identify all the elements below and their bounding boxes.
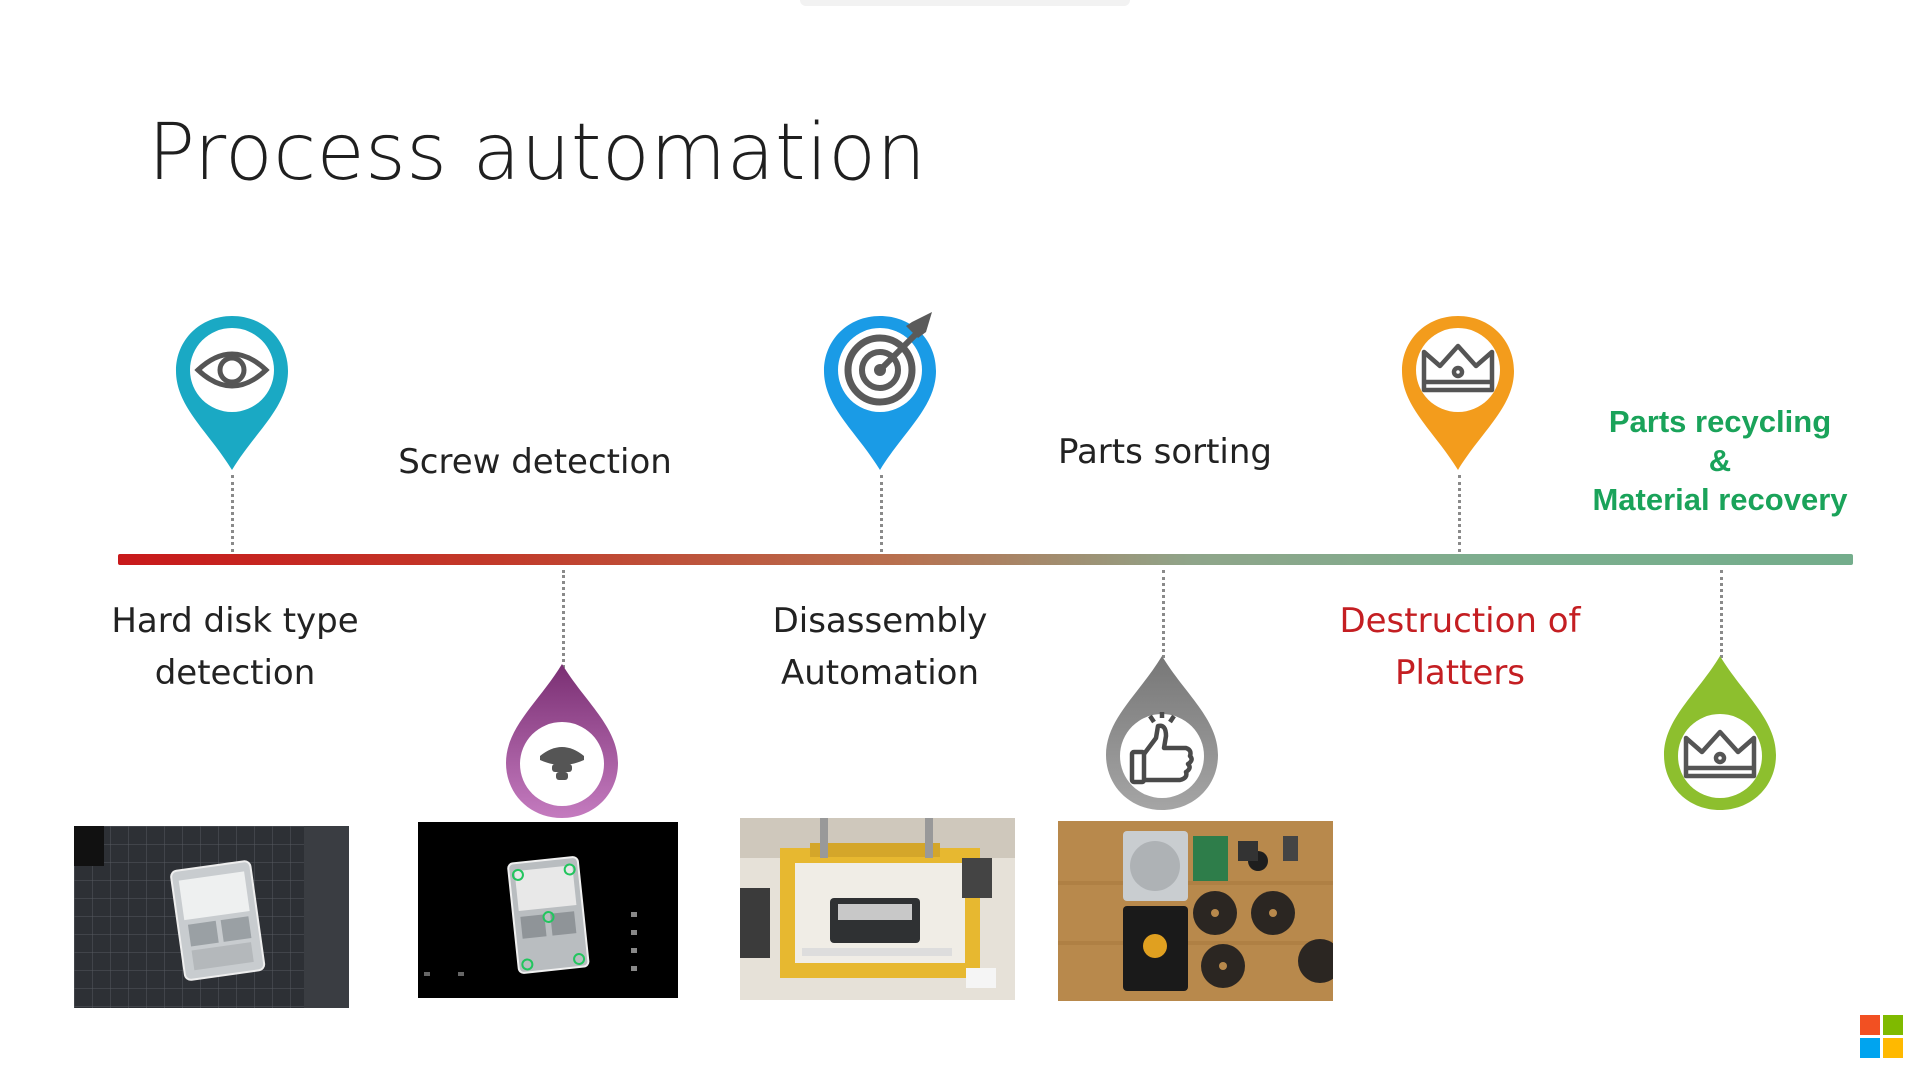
pin-parts-sorting [1102, 652, 1222, 819]
connector-disassembly [880, 475, 883, 552]
thumbs-up-icon [1129, 712, 1194, 785]
label-destruction-of-platters: Destruction of Platters [1339, 601, 1581, 693]
sorted-parts-photo [1058, 821, 1333, 1001]
screw-detection-camera-view-photo [418, 822, 678, 998]
connector-recycling [1720, 570, 1723, 658]
target-icon [844, 312, 932, 406]
microsoft-logo-icon [1860, 1015, 1903, 1058]
process-timeline [118, 554, 1853, 565]
label-parts-sorting: Parts sorting [1057, 432, 1273, 472]
hard-disk-photo [74, 826, 349, 1008]
label-hard-disk-type-detection: Hard disk type detection [111, 601, 359, 693]
connector-parts-sorting [1162, 570, 1165, 658]
pin-disassembly-automation [820, 308, 950, 479]
disassembly-machine-photo [740, 818, 1015, 1000]
connector-destruction [1458, 475, 1461, 552]
connector-hard-disk [231, 475, 234, 552]
pin-hard-disk-type-detection [172, 312, 292, 479]
label-screw-detection: Screw detection [398, 442, 672, 482]
slide-title: Process automation [148, 108, 927, 198]
pin-screw-detection [502, 660, 622, 827]
screw-icon [540, 747, 584, 780]
label-parts-recycling: Parts recycling & Material recovery [1592, 404, 1848, 517]
eye-icon [194, 351, 270, 389]
top-edge-bar [800, 0, 1130, 6]
pin-parts-recycling [1660, 652, 1780, 819]
crown-icon [1683, 729, 1757, 779]
crown-icon [1421, 343, 1495, 393]
pin-destruction-of-platters [1398, 312, 1518, 479]
connector-screw [562, 570, 565, 668]
label-disassembly-automation: Disassembly Automation [772, 601, 988, 693]
